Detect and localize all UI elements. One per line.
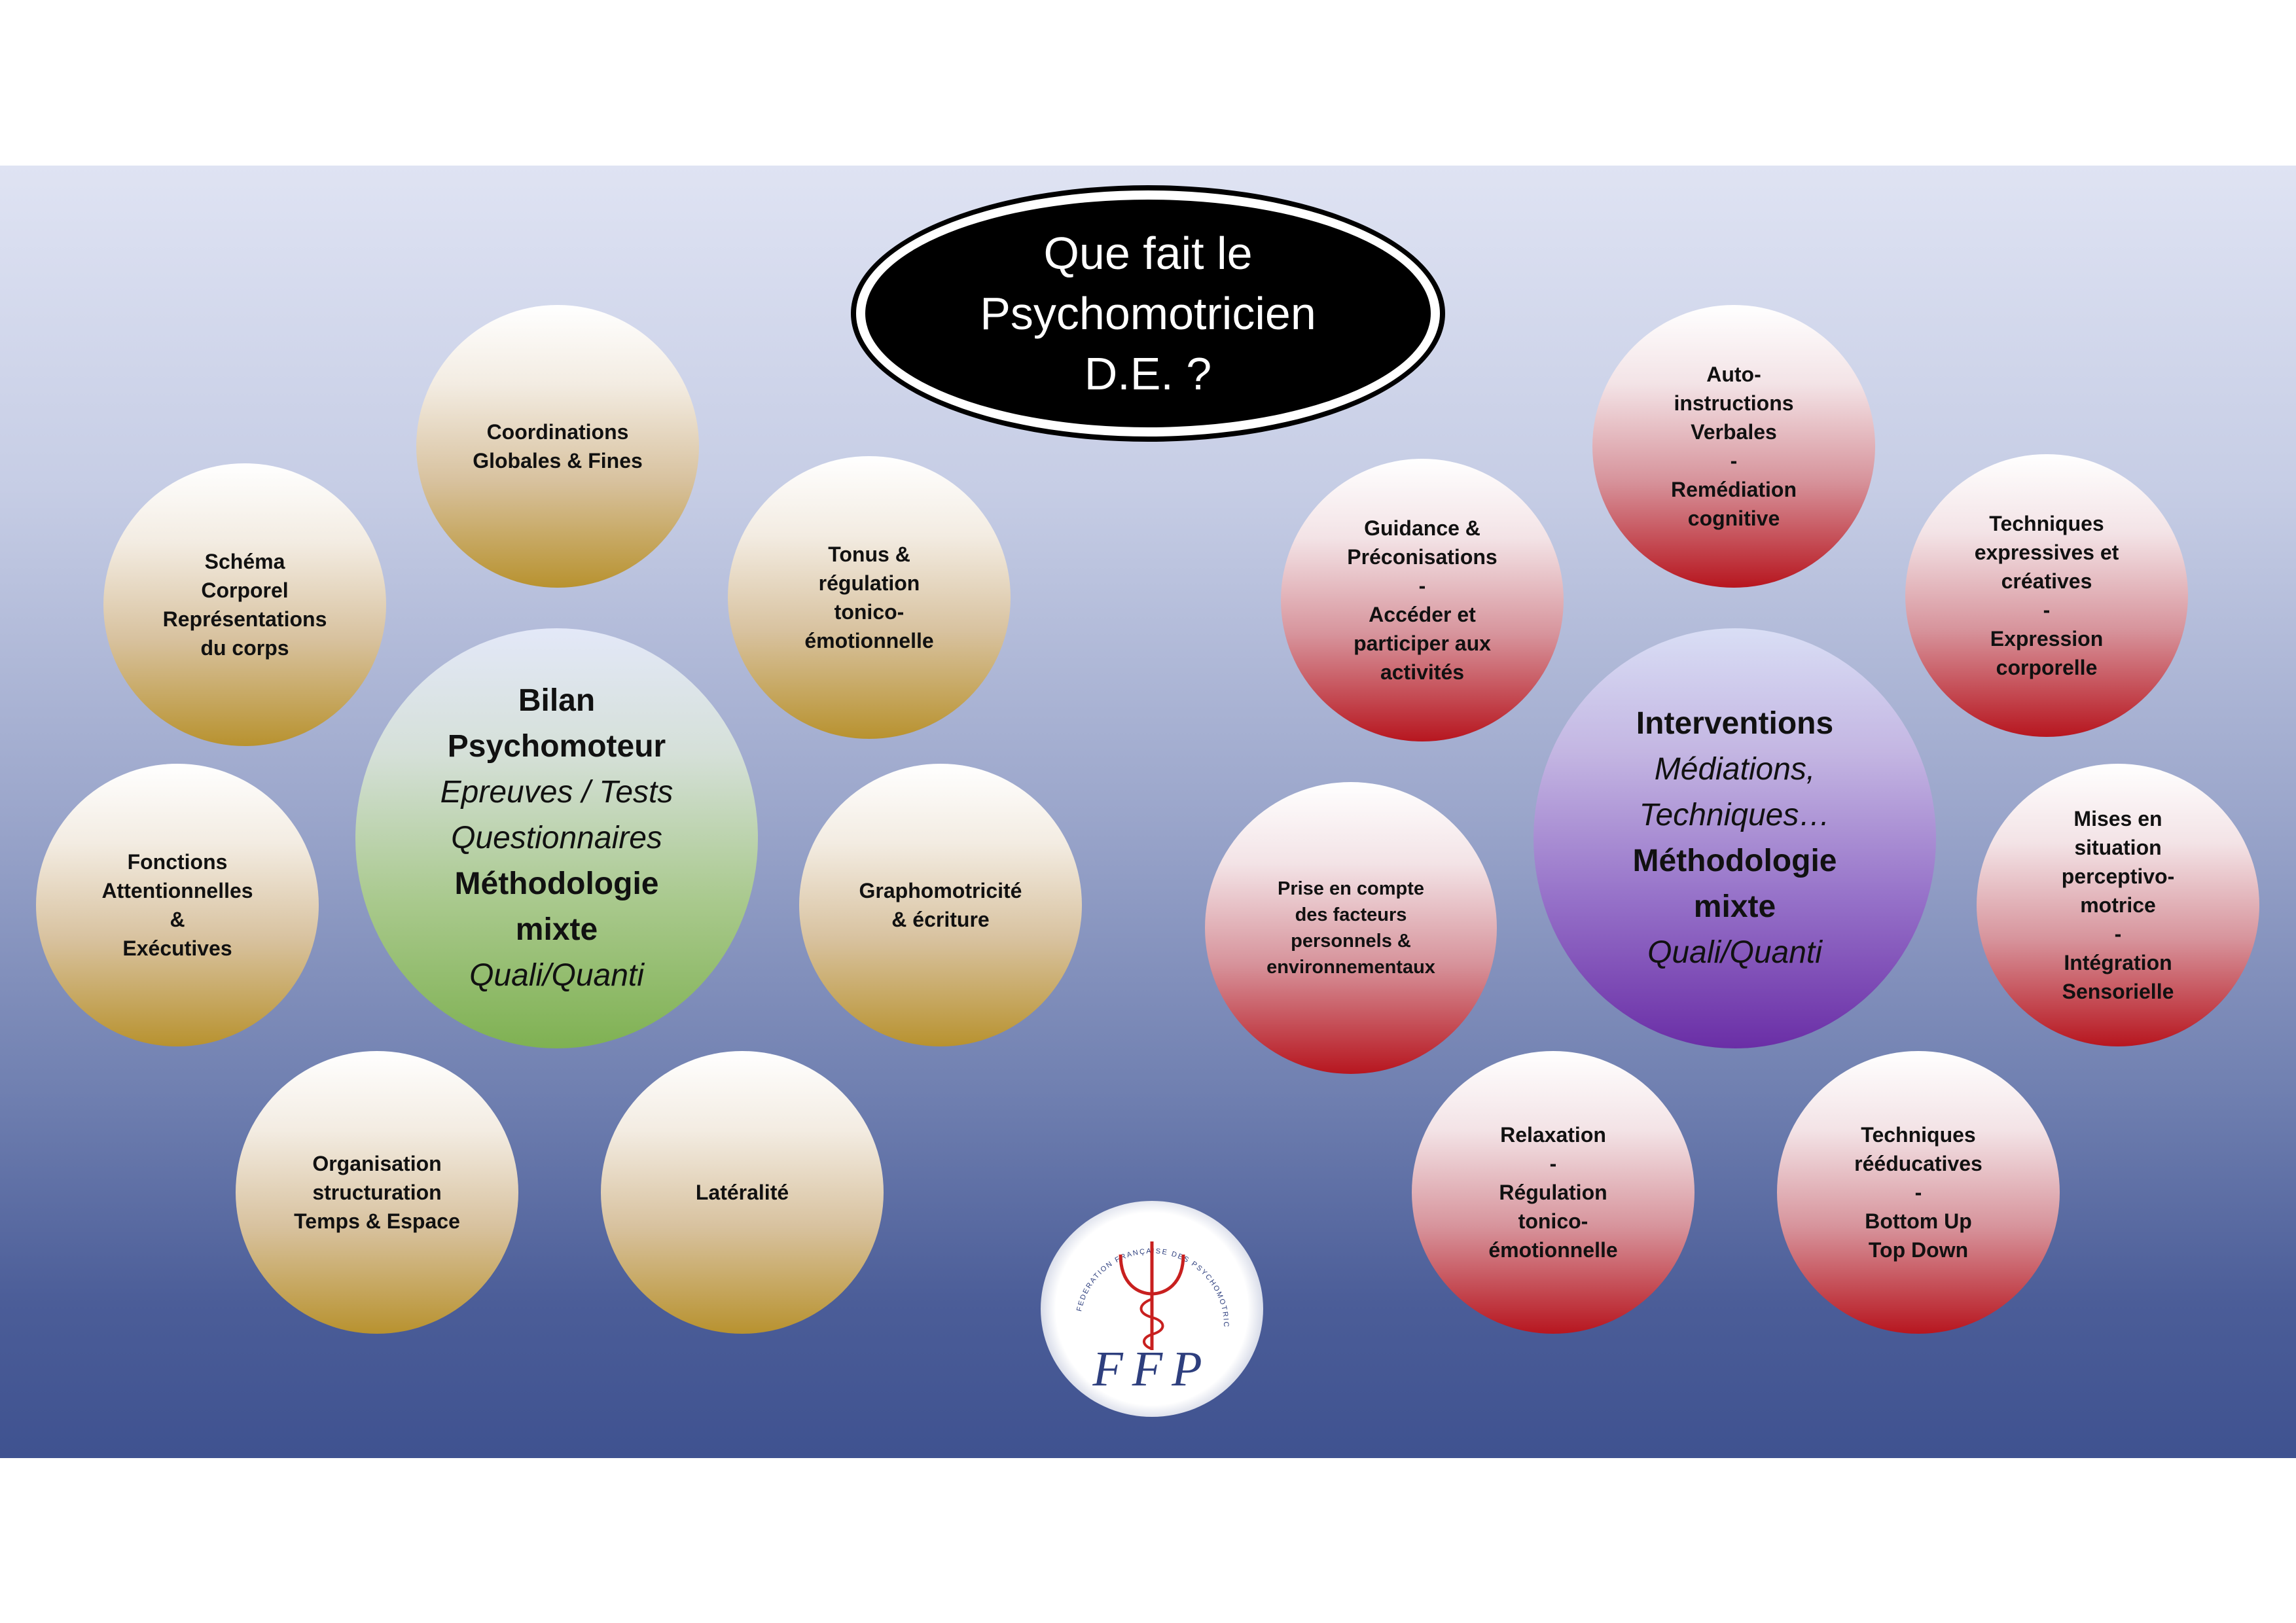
- circle-text-line: Verbales: [1691, 420, 1777, 444]
- circle-text-line: -: [1730, 449, 1738, 473]
- circle-text-line: des facteurs: [1295, 904, 1407, 925]
- circle-text-line: -: [1418, 574, 1426, 597]
- circle-text-line: Mises en: [2073, 807, 2162, 830]
- circle-text-line: Remédiation: [1670, 478, 1797, 501]
- circle-text-line: -: [2114, 922, 2122, 946]
- intervention-item-facteurs: Prise en compte des facteurs personnels & e…: [1205, 782, 1497, 1074]
- central-text-line: Techniques…: [1639, 798, 1831, 832]
- circle-text-line: Latéralité: [695, 1181, 789, 1204]
- circle-text-line: expressives et: [1974, 541, 2119, 564]
- circle-text-line: instructions: [1674, 391, 1794, 415]
- circle-text-line: rééducatives: [1854, 1152, 1982, 1175]
- circle-text-line: -: [1914, 1181, 1922, 1204]
- circle-text-line: tonico-: [834, 600, 905, 624]
- circle-text-line: Tonus &: [828, 543, 910, 566]
- intervention-item-mises-en-situation: Mises en situation perceptivo-motrice - Inté…: [1977, 764, 2259, 1046]
- circle-text-line: situation: [2074, 836, 2162, 859]
- intervention-item-techniques-reeducatives: Techniques rééducatives - Bottom Up Top Down: [1777, 1051, 2060, 1334]
- central-text-line: Questionnaires: [451, 821, 662, 855]
- circle-text-line: Auto-: [1706, 363, 1761, 386]
- circle-text-line: Attentionnelles: [101, 879, 253, 902]
- logo-letters: FFP: [1092, 1342, 1211, 1397]
- circle-text-line: Bottom Up: [1865, 1209, 1972, 1233]
- circle-text-line: & écriture: [891, 908, 990, 931]
- circle-text-line: émotionnelle: [1488, 1238, 1618, 1262]
- circle-text-line: du corps: [200, 636, 289, 660]
- circle-text-line: perceptivo-: [2061, 865, 2175, 888]
- circle-text-line: Relaxation: [1500, 1123, 1606, 1147]
- central-text-line: Epreuves / Tests: [440, 775, 673, 810]
- bilan-item-tonus: Tonus & régulation tonico-émotionnelle: [728, 456, 1011, 739]
- title-ellipse: Que fait le Psychomotricien D.E. ?: [851, 185, 1445, 442]
- circle-text-line: Accéder et: [1369, 603, 1476, 626]
- circle-text-line: Corporel: [201, 579, 289, 602]
- circle-text-line: régulation: [818, 571, 920, 595]
- central-text-line: Quali/Quanti: [469, 958, 644, 993]
- central-text-line: Interventions: [1636, 706, 1834, 741]
- central-text-line: Méthodologie: [454, 866, 659, 901]
- circle-text-line: Top Down: [1868, 1238, 1969, 1262]
- title-text: Que fait le Psychomotricien D.E. ?: [865, 200, 1431, 427]
- central-text-line: Médiations,: [1654, 752, 1816, 787]
- circle-text-line: corporelle: [1996, 656, 2098, 679]
- title-line: D.E. ?: [1084, 348, 1212, 399]
- circle-text-line: Fonctions: [127, 850, 228, 874]
- circle-text-line: activités: [1380, 660, 1465, 684]
- title-line: Psychomotricien: [980, 288, 1316, 339]
- circle-text-line: Organisation: [312, 1152, 442, 1175]
- circle-text-line: -: [1549, 1152, 1557, 1175]
- circle-text-line: cognitive: [1687, 507, 1780, 530]
- circle-text-line: tonico-: [1518, 1209, 1588, 1233]
- circle-text-line: &: [170, 908, 185, 931]
- circle-text-line: motrice: [2080, 893, 2156, 917]
- circle-text-line: Coordinations: [486, 420, 629, 444]
- circle-text-line: Techniques: [1861, 1123, 1976, 1147]
- central-text-line: Quali/Quanti: [1647, 935, 1822, 970]
- circle-text-line: Représentations: [162, 607, 327, 631]
- central-text-line: Méthodologie: [1632, 844, 1837, 878]
- bilan-item-lateralite: Latéralité: [601, 1051, 884, 1334]
- circle-text-line: Temps & Espace: [294, 1209, 460, 1233]
- circle-text-line: Globales & Fines: [473, 449, 643, 473]
- psi-staff-icon: [1119, 1241, 1185, 1350]
- circle-text-line: participer aux: [1354, 632, 1491, 655]
- logo-ring-text: FEDERATION FRANÇAISE DES PSYCHOMOTRICIEN…: [1041, 1201, 1230, 1328]
- ffp-logo: FEDERATION FRANÇAISE DES PSYCHOMOTRICIEN…: [1037, 1195, 1263, 1417]
- intervention-item-relaxation: Relaxation - Régulation tonico-émotionnelle: [1412, 1051, 1695, 1334]
- circle-text-line: émotionnelle: [804, 629, 934, 652]
- circle-text-line: Expression: [1990, 627, 2104, 651]
- circle-text-line: Intégration: [2064, 951, 2172, 974]
- intervention-item-techniques-expressives: Techniques expressives et créatives - Expres…: [1905, 454, 2188, 737]
- circle-text-line: Graphomotricité: [859, 879, 1022, 902]
- circle-text-line: Régulation: [1499, 1181, 1607, 1204]
- circle-text-line: Exécutives: [122, 936, 232, 960]
- central-text-line: Psychomoteur: [447, 729, 666, 764]
- central-text-line: Bilan: [518, 683, 596, 718]
- circle-text-line: Prise en compte: [1277, 878, 1425, 899]
- intervention-item-guidance: Guidance & Préconisations - Accéder et parti…: [1281, 459, 1564, 741]
- circle-text-line: Préconisations: [1347, 545, 1498, 569]
- circle-text-line: structuration: [312, 1181, 442, 1204]
- ffp-logo-graphic: FEDERATION FRANÇAISE DES PSYCHOMOTRICIEN…: [1037, 1195, 1230, 1397]
- circle-text-line: créatives: [2001, 569, 2092, 593]
- central-text-line: mixte: [515, 912, 598, 947]
- circle-text-line: environnementaux: [1266, 957, 1435, 978]
- circle-text-line: -: [2043, 598, 2051, 622]
- title-line: Que fait le: [1043, 228, 1253, 279]
- bilan-item-graphomotricite: Graphomotricité & écriture: [799, 764, 1082, 1046]
- circle-text-line: Techniques: [1989, 512, 2104, 535]
- circle-text-line: Guidance &: [1364, 516, 1480, 540]
- central-text-line: mixte: [1693, 889, 1776, 924]
- circle-text-line: Sensorielle: [2062, 980, 2174, 1003]
- circle-text-line: personnels &: [1291, 931, 1411, 952]
- circle-text-line: Schéma: [204, 550, 285, 573]
